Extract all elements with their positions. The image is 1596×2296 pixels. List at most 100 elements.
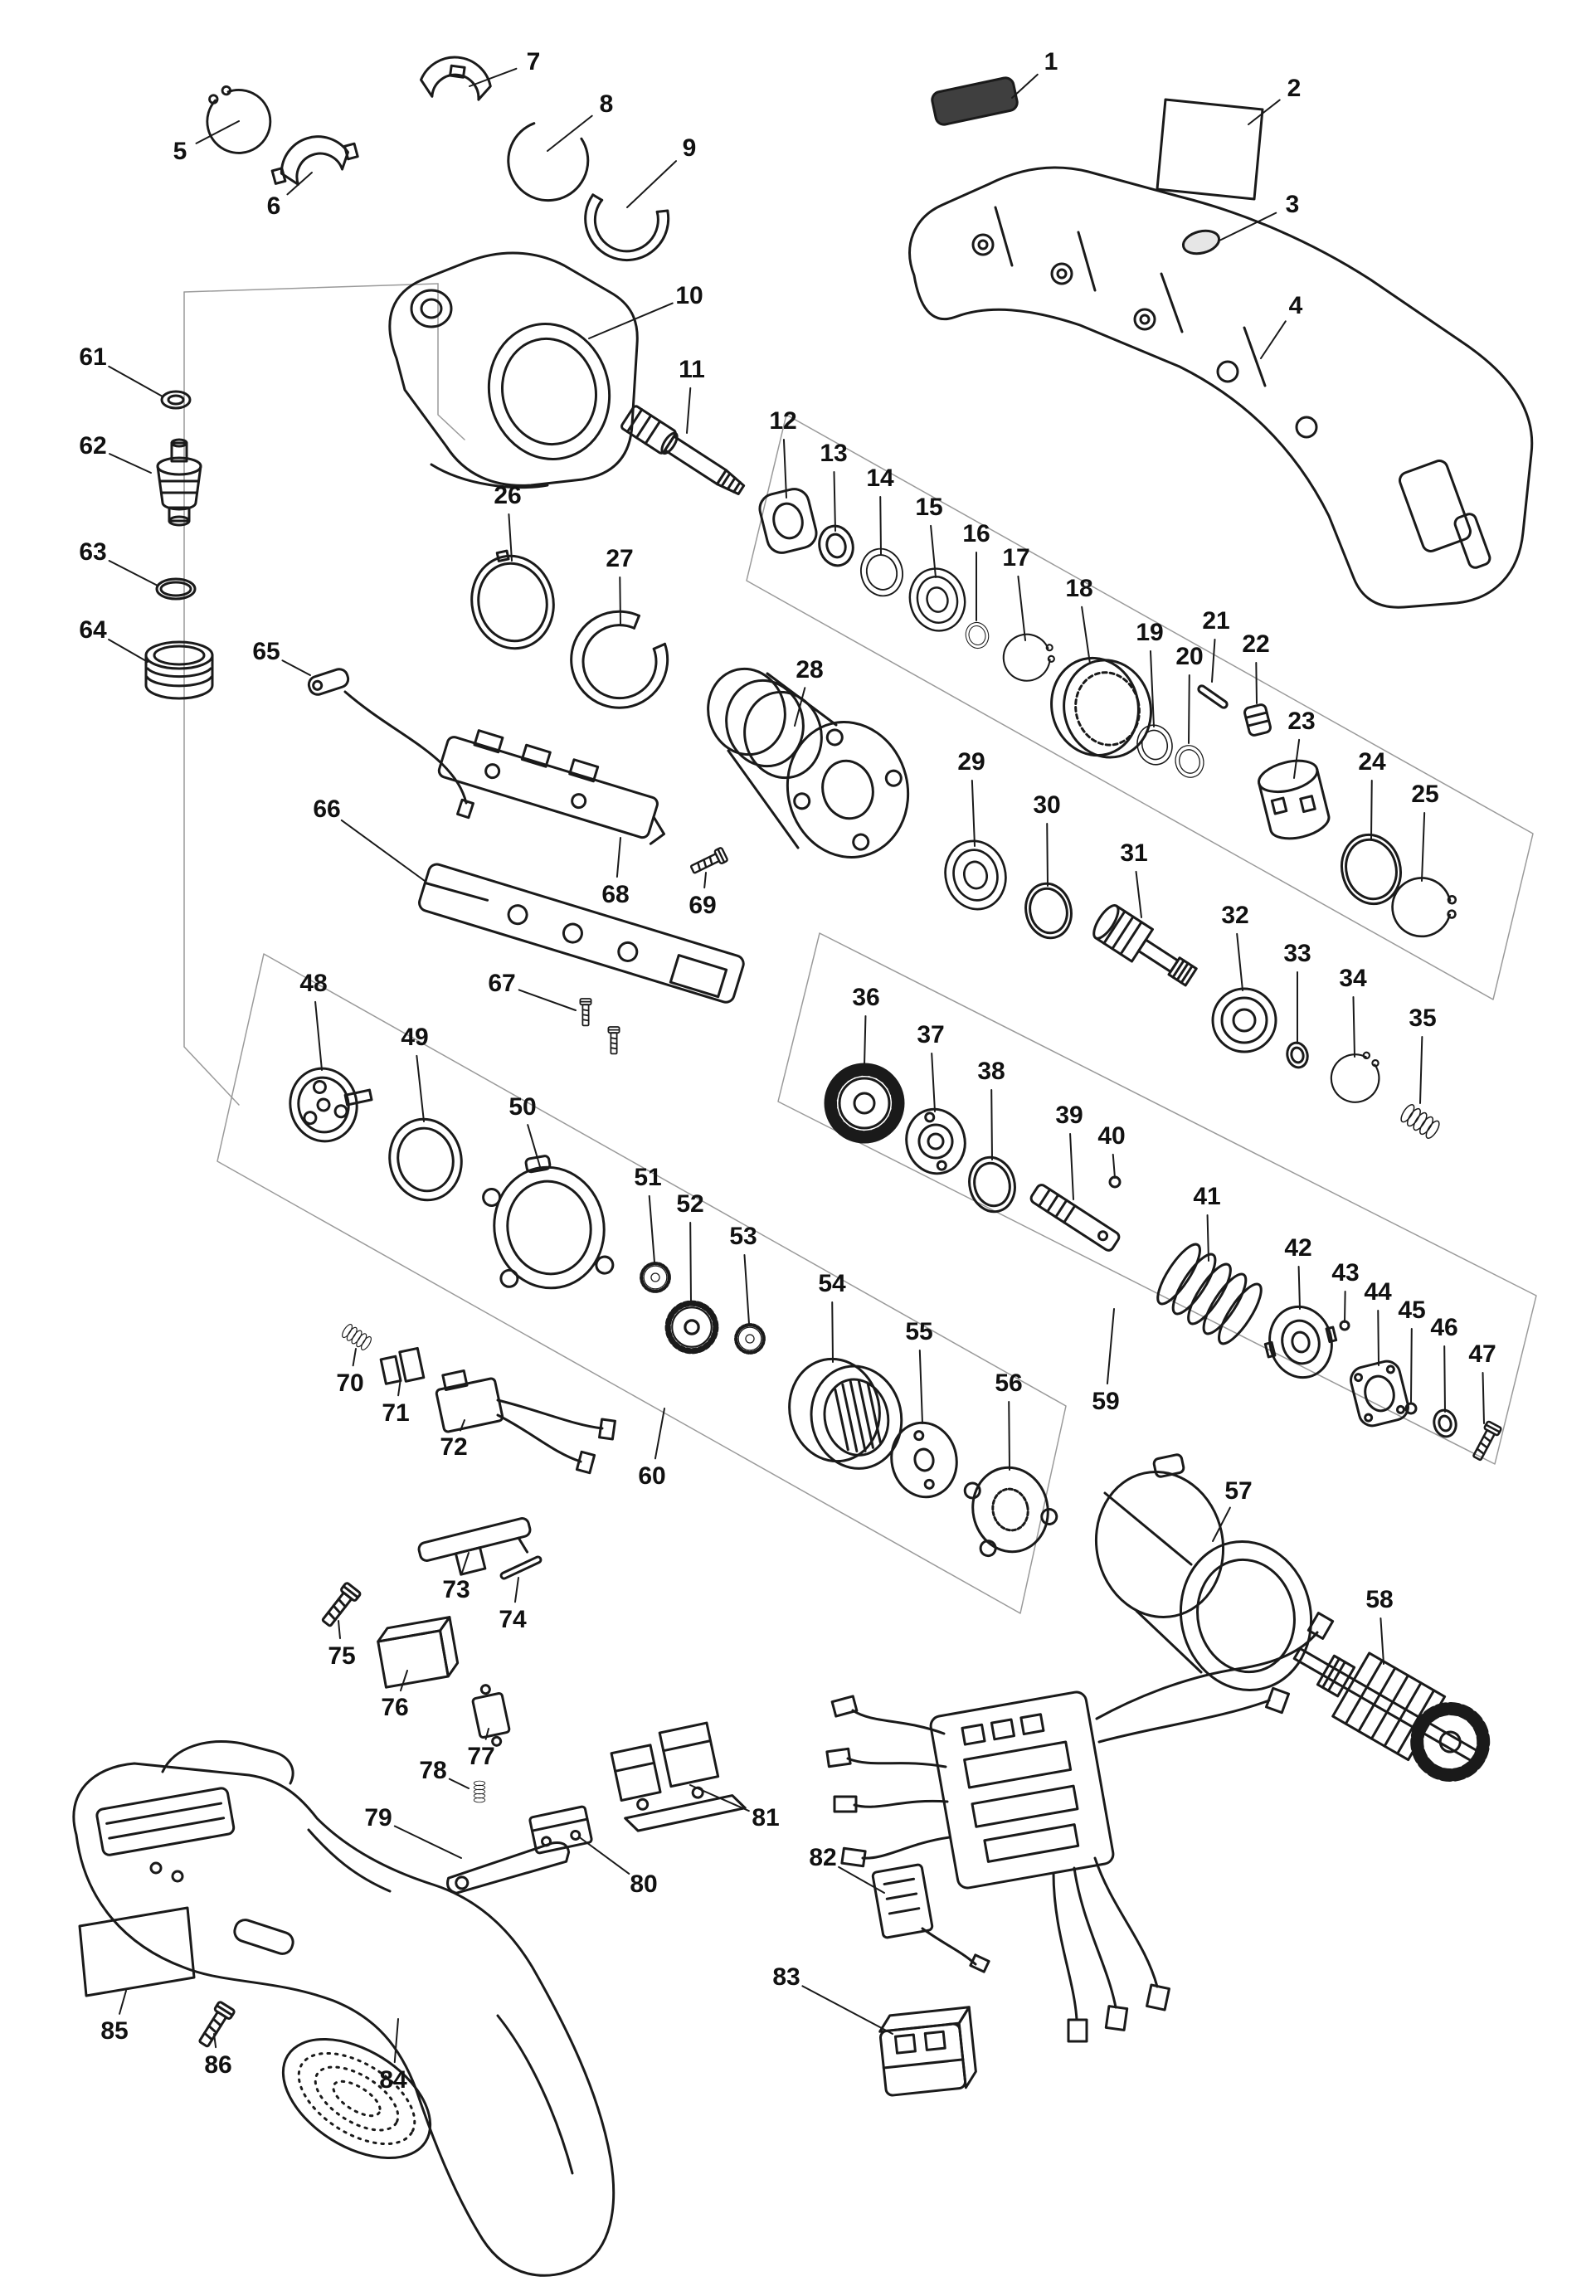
part-37-art: [905, 1107, 966, 1175]
part-52-art: [668, 1303, 716, 1351]
leader-line-81: [689, 1784, 750, 1812]
leader-line-40: [1112, 1153, 1116, 1179]
leader-line-10: [588, 302, 674, 339]
construction-frames: [183, 283, 1537, 1614]
leader-line-80: [580, 1837, 630, 1875]
part-35-art: [1398, 1102, 1443, 1141]
leader-line-56: [1008, 1400, 1010, 1471]
leader-line-19: [1149, 649, 1155, 727]
part-13-art: [814, 521, 859, 571]
leader-line-3: [1219, 212, 1277, 241]
part-75-art: [318, 1581, 363, 1631]
part-57-art: [1094, 1453, 1313, 1692]
part-85-art: [78, 1906, 196, 1997]
leader-line-29: [971, 779, 976, 847]
leader-line-25: [1421, 811, 1426, 882]
part-5-art: [200, 78, 277, 159]
part-73-art: [417, 1517, 532, 1576]
part-7-art: [420, 56, 492, 101]
leader-line-57: [1212, 1506, 1231, 1542]
part-62-art: [156, 438, 202, 527]
part-79-art: [446, 1841, 571, 1895]
part-15-art: [902, 562, 973, 638]
leader-line-11: [686, 387, 692, 434]
leader-line-75: [338, 1620, 341, 1640]
leader-line-55: [918, 1349, 923, 1424]
part-66-art: [418, 863, 745, 1004]
leader-line-59: [1106, 1308, 1115, 1385]
part-10-art: [388, 251, 639, 489]
leader-line-64: [108, 638, 148, 663]
leader-line-22: [1255, 661, 1258, 704]
part-74-art: [499, 1555, 543, 1580]
part-29-art: [937, 833, 1015, 917]
leader-line-68: [616, 837, 621, 878]
part-69-art: [688, 846, 729, 878]
part-22-art: [1243, 703, 1272, 737]
part-34-art: [1322, 1043, 1392, 1112]
leader-line-45: [1410, 1327, 1413, 1403]
leader-line-36: [864, 1014, 867, 1067]
leader-line-31: [1135, 870, 1142, 918]
leader-line-20: [1188, 674, 1190, 744]
part-27-art: [570, 610, 669, 709]
leader-line-2: [1248, 99, 1281, 125]
leader-line-66: [340, 819, 426, 882]
leader-line-82: [838, 1866, 885, 1894]
part-4-art: [908, 166, 1534, 609]
parts-artwork: [72, 56, 1534, 2277]
leader-line-41: [1206, 1214, 1209, 1262]
part-82-art: [871, 1863, 990, 1973]
leader-line-17: [1017, 575, 1026, 641]
leader-line-63: [108, 560, 158, 586]
part-38-art: [968, 1155, 1016, 1214]
part-58-art: [1292, 1647, 1491, 1782]
part-44-art: [1350, 1360, 1409, 1428]
leader-line-77: [484, 1728, 489, 1740]
leader-line-12: [782, 438, 787, 499]
leader-line-78: [448, 1778, 470, 1789]
part-2-art: [1156, 98, 1264, 201]
part-70-art: [339, 1322, 374, 1352]
leader-line-85: [119, 1990, 127, 2015]
part-84-art: [72, 1740, 616, 2277]
part-45-art: [1404, 1402, 1418, 1415]
part-17-art: [997, 628, 1060, 688]
leader-line-70: [352, 1348, 357, 1367]
part-42-art: [1263, 1305, 1338, 1379]
part-12-art: [758, 488, 818, 554]
controller-unit-art: [825, 1612, 1335, 2043]
part-80-art: [528, 1805, 593, 1855]
part-28-art: [707, 667, 910, 859]
leader-line-79: [393, 1825, 462, 1859]
part-3-art: [1181, 229, 1221, 255]
part-48-art: [289, 1067, 373, 1143]
part-33-art: [1286, 1041, 1309, 1069]
part-71-art: [379, 1346, 426, 1385]
leader-line-62: [109, 453, 152, 474]
leader-line-32: [1236, 932, 1243, 991]
leader-line-74: [513, 1577, 519, 1603]
leader-line-15: [930, 524, 937, 578]
leader-line-44: [1377, 1309, 1379, 1366]
part-81-art: [610, 1721, 747, 1832]
leader-line-71: [397, 1378, 401, 1397]
part-77-art: [471, 1684, 511, 1747]
part-76-art: [377, 1616, 460, 1689]
part-64-art: [144, 640, 214, 700]
leader-lines: [108, 67, 1485, 2064]
part-67-art: [579, 998, 620, 1055]
leader-line-7: [469, 67, 518, 87]
part-24-art: [1341, 833, 1402, 906]
part-23-art: [1258, 759, 1331, 840]
leader-line-61: [108, 365, 163, 397]
leader-line-14: [879, 495, 882, 555]
leader-line-83: [801, 1985, 893, 2035]
leader-line-13: [833, 470, 836, 532]
leader-line-28: [794, 687, 806, 727]
part-41-art: [1156, 1243, 1263, 1345]
leader-line-51: [648, 1194, 655, 1263]
leader-line-24: [1370, 779, 1373, 840]
leader-line-26: [508, 513, 513, 562]
